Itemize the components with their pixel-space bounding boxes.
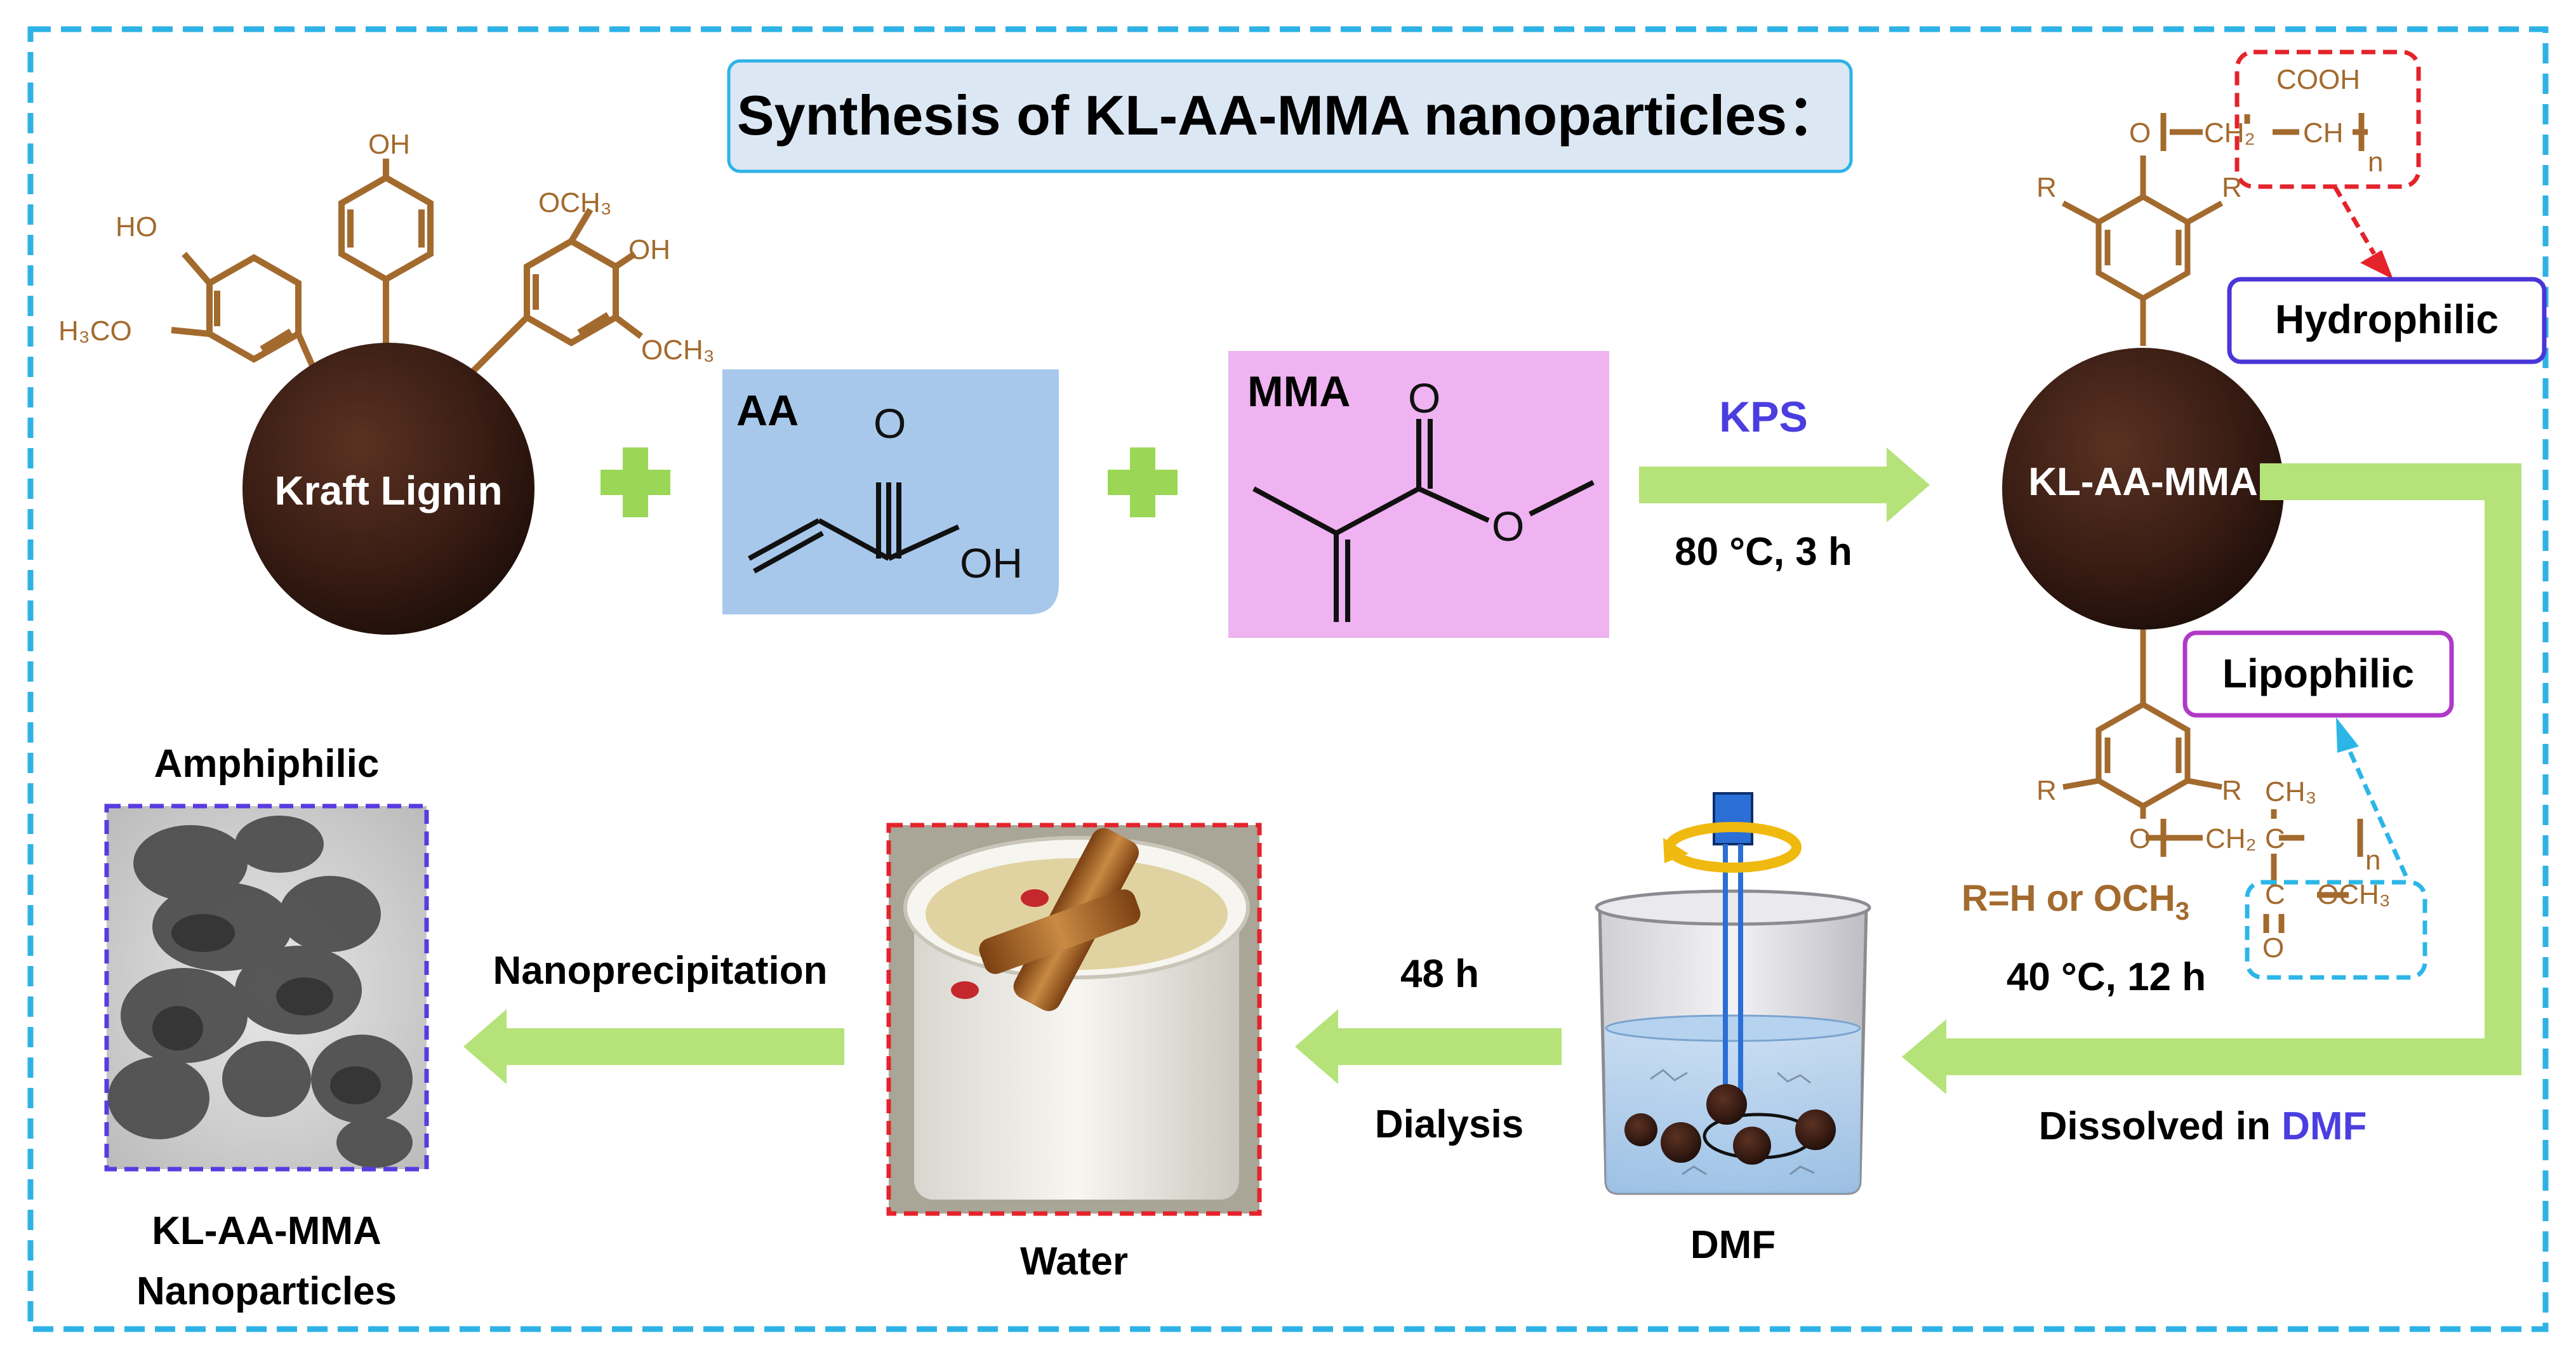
lignin-sphere bbox=[242, 343, 534, 635]
result-label-line1: KL-AA-MMA bbox=[152, 1209, 382, 1253]
water-dialysis-photo bbox=[886, 823, 1262, 1216]
product-labels: O CH₂ CH COOH n R R R R CH₃ O CH₂ C n C … bbox=[2036, 64, 2391, 963]
substituent-label: R=H or OCH3 bbox=[1962, 878, 2189, 925]
lignin-labels: OH HO H₃CO OCH₃ OH OCH₃ bbox=[58, 129, 715, 366]
mma-label-o-ester: O bbox=[1492, 503, 1524, 550]
lipophilic-label: Lipophilic bbox=[2222, 651, 2414, 696]
dialysis-time: 48 h bbox=[1400, 952, 1479, 996]
aa-box bbox=[722, 369, 1059, 614]
label-n-bottom: n bbox=[2365, 845, 2380, 876]
label-r-bottom-right: R bbox=[2222, 775, 2242, 806]
hydrophilic-pointer bbox=[2332, 185, 2393, 279]
product-bottom-ring bbox=[2062, 630, 2363, 933]
hydrophilic-box bbox=[2227, 277, 2547, 364]
reactant-atom-labels: O OH O O bbox=[873, 374, 1524, 586]
water-label: Water bbox=[1020, 1240, 1128, 1283]
label-cooh: COOH bbox=[2276, 64, 2360, 95]
mma-box bbox=[1228, 351, 1609, 638]
kraft-lignin-particle bbox=[171, 159, 643, 635]
kraft-lignin-label: Kraft Lignin bbox=[274, 468, 502, 513]
label-ch-top: CH bbox=[2303, 117, 2344, 149]
label-och3-right: OCH₃ bbox=[641, 334, 715, 366]
dissolve-text: Dissolved in DMF bbox=[2039, 1104, 2367, 1148]
methyl-methacrylate-structure bbox=[1252, 419, 1595, 622]
label-h3co: H₃CO bbox=[58, 315, 132, 347]
arrow-dissolve bbox=[1902, 463, 2521, 1094]
label-ho-left: HO bbox=[116, 211, 157, 242]
label-c-ester: C bbox=[2265, 879, 2285, 910]
plus-sign-2 bbox=[1108, 447, 1178, 517]
mma-label: MMA bbox=[1247, 367, 1350, 416]
outer-frame bbox=[27, 26, 2549, 1332]
lignin-ring-right bbox=[461, 208, 643, 383]
label-ch2-top: CH₂ bbox=[2204, 117, 2255, 149]
mma-label-o-top: O bbox=[1408, 374, 1440, 421]
lipophilic-pointer bbox=[2336, 717, 2408, 877]
dissolve-conditions: 40 °C, 12 h bbox=[2007, 955, 2206, 999]
label-o-ester: O bbox=[2262, 932, 2284, 963]
aa-label-o: O bbox=[873, 400, 906, 447]
aa-label-oh: OH bbox=[960, 539, 1023, 586]
label-o-top: O bbox=[2129, 117, 2151, 149]
label-och3-top: OCH₃ bbox=[538, 187, 612, 218]
product-top-ring bbox=[2061, 113, 2368, 346]
label-n-top: n bbox=[2368, 147, 2383, 178]
label-ch3-bottom: CH₃ bbox=[2265, 776, 2316, 807]
dmf-beaker bbox=[1595, 792, 1871, 1195]
label-oh-top: OH bbox=[368, 129, 410, 160]
tem-image bbox=[104, 804, 429, 1172]
nanoprecipitation-label: Nanoprecipitation bbox=[493, 949, 827, 993]
lipophilic-box bbox=[2182, 630, 2454, 718]
title-box bbox=[727, 59, 1853, 173]
aa-label: AA bbox=[736, 387, 799, 435]
diagram-title: Synthesis of KL-AA-MMA nanoparticles： bbox=[737, 84, 1843, 147]
label-och3-ester: OCH₃ bbox=[2317, 879, 2391, 910]
label-r-bottom-left: R bbox=[2036, 775, 2057, 806]
beaker-label: DMF bbox=[1690, 1223, 1776, 1267]
lignin-ring-middle bbox=[338, 159, 434, 355]
label-o-bottom: O bbox=[2129, 823, 2151, 854]
product-sphere bbox=[2002, 348, 2284, 630]
acrylic-acid-structure bbox=[748, 482, 960, 574]
cooh-highlight bbox=[2234, 50, 2421, 189]
kps-label: KPS bbox=[1719, 393, 1808, 441]
ester-highlight bbox=[2245, 880, 2427, 980]
arrow-nanoprecipitation bbox=[463, 1009, 844, 1084]
result-label-line2: Nanoparticles bbox=[136, 1269, 397, 1313]
amphiphilic-label: Amphiphilic bbox=[154, 742, 380, 786]
product-label: KL-AA-MMA bbox=[2028, 460, 2258, 504]
kl-aa-mma-particle bbox=[2002, 113, 2368, 933]
reaction-conditions: 80 °C, 3 h bbox=[1675, 530, 1852, 574]
label-r-top-left: R bbox=[2036, 172, 2057, 203]
plus-sign-1 bbox=[601, 447, 670, 517]
arrow-dialysis bbox=[1295, 1009, 1562, 1084]
hydrophilic-label: Hydrophilic bbox=[2275, 296, 2499, 342]
label-ch2-bottom: CH₂ bbox=[2205, 823, 2257, 854]
dialysis-label: Dialysis bbox=[1375, 1102, 1524, 1146]
label-oh-right: OH bbox=[628, 234, 670, 265]
label-r-top-right: R bbox=[2222, 172, 2242, 203]
main-labels: Synthesis of KL-AA-MMA nanoparticles： Kr… bbox=[136, 84, 2499, 1313]
label-c-bottom: C bbox=[2265, 823, 2285, 854]
arrow-kps bbox=[1639, 447, 1930, 522]
